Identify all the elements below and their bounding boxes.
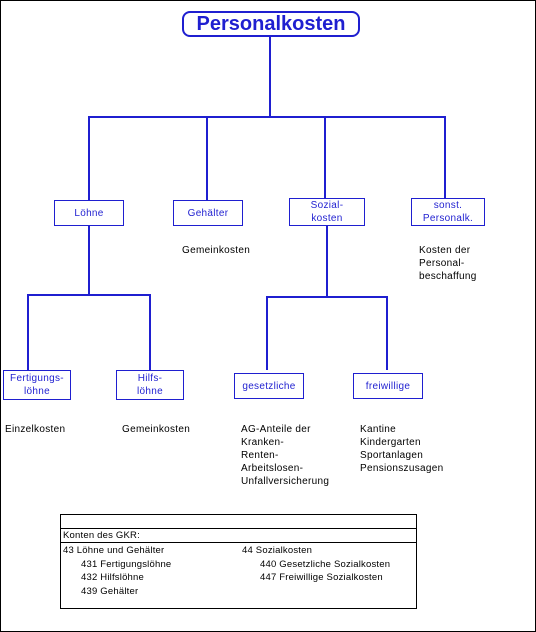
note-gesetzlich: AG-Anteile der Kranken- Renten- Arbeitsl… [241,423,329,488]
node-sonst-line1: sonst. [433,200,463,211]
node-sozialkosten: Sozial- kosten [289,198,365,226]
note-freiwillig-line: Kantine [360,424,397,435]
note-sonst-line: beschaffung [419,271,477,282]
note-gesetzlich-line: Unfallversicherung [241,476,330,487]
gkr-right-item: 440 Gesetzliche Sozialkosten [260,558,391,570]
note-sonst-line: Kosten der [419,245,471,256]
gkr-right-item: 447 Freiwillige Sozialkosten [260,572,383,583]
note-gehaelter: Gemeinkosten [182,244,250,257]
node-fertigungsloehne: Fertigungs- löhne [3,370,71,400]
node-gehaelter: Gehälter [173,200,243,226]
root-node-personalkosten: Personalkosten [182,11,360,37]
node-hilfs-line2: löhne [137,386,163,397]
gkr-left-item: 439 Gehälter [81,585,139,597]
note-gesetzlich-line: AG-Anteile der [241,424,311,435]
node-freiwillige: freiwillige [353,373,423,399]
gkr-left-column: 43 Löhne und Gehälter 431 Fertigungslöhn… [63,544,171,598]
note-freiwillig: Kantine Kindergarten Sportanlagen Pensio… [360,423,443,475]
node-loehne-label: Löhne [74,207,104,219]
note-sonst-line: Personal- [419,258,465,269]
gkr-left-main: 43 Löhne und Gehälter [63,545,165,556]
gkr-right-column: 44 Sozialkosten 440 Gesetzliche Sozialko… [242,544,390,585]
gkr-accounts-table: Konten des GKR: 43 Löhne und Gehälter 43… [60,514,417,609]
node-sonst-line2: Personalk. [422,213,474,224]
note-freiwillig-line: Sportanlagen [360,450,424,461]
node-hilfs-line1: Hilfs- [137,373,163,384]
node-fertigung-line2: löhne [24,386,50,397]
root-node-label: Personalkosten [196,12,346,35]
node-fertigung-line1: Fertigungs- [10,373,64,384]
gkr-right-main: 44 Sozialkosten [242,545,313,556]
gkr-left-item: 431 Fertigungslöhne [81,558,172,570]
node-gehaelter-label: Gehälter [187,207,229,219]
node-gesetzliche-label: gesetzliche [242,380,296,392]
note-gesetzlich-line: Renten- [241,450,279,461]
note-sonst: Kosten der Personal- beschaffung [419,244,477,283]
node-sonst-personalkosten: sonst. Personalk. [411,198,485,226]
note-fertigung-line: Einzelkosten [5,424,66,435]
note-gehaelter-line: Gemeinkosten [182,245,251,256]
note-hilfs-line: Gemeinkosten [122,424,191,435]
node-loehne: Löhne [54,200,124,226]
note-freiwillig-line: Kindergarten [360,437,421,448]
node-sozialkosten-line1: Sozial- [310,200,344,211]
gkr-left-item: 432 Hilfslöhne [81,572,145,583]
gkr-blank-row [61,515,416,529]
gkr-heading: Konten des GKR: [61,529,416,543]
node-gesetzliche: gesetzliche [234,373,304,399]
node-hilfsloehne: Hilfs- löhne [116,370,184,400]
note-fertigung: Einzelkosten [5,423,65,436]
node-sozialkosten-line2: kosten [311,213,343,224]
note-hilfs: Gemeinkosten [122,423,190,436]
node-freiwillige-label: freiwillige [365,380,411,392]
note-gesetzlich-line: Kranken- [241,437,284,448]
note-freiwillig-line: Pensionszusagen [360,463,444,474]
note-gesetzlich-line: Arbeitslosen- [241,463,304,474]
